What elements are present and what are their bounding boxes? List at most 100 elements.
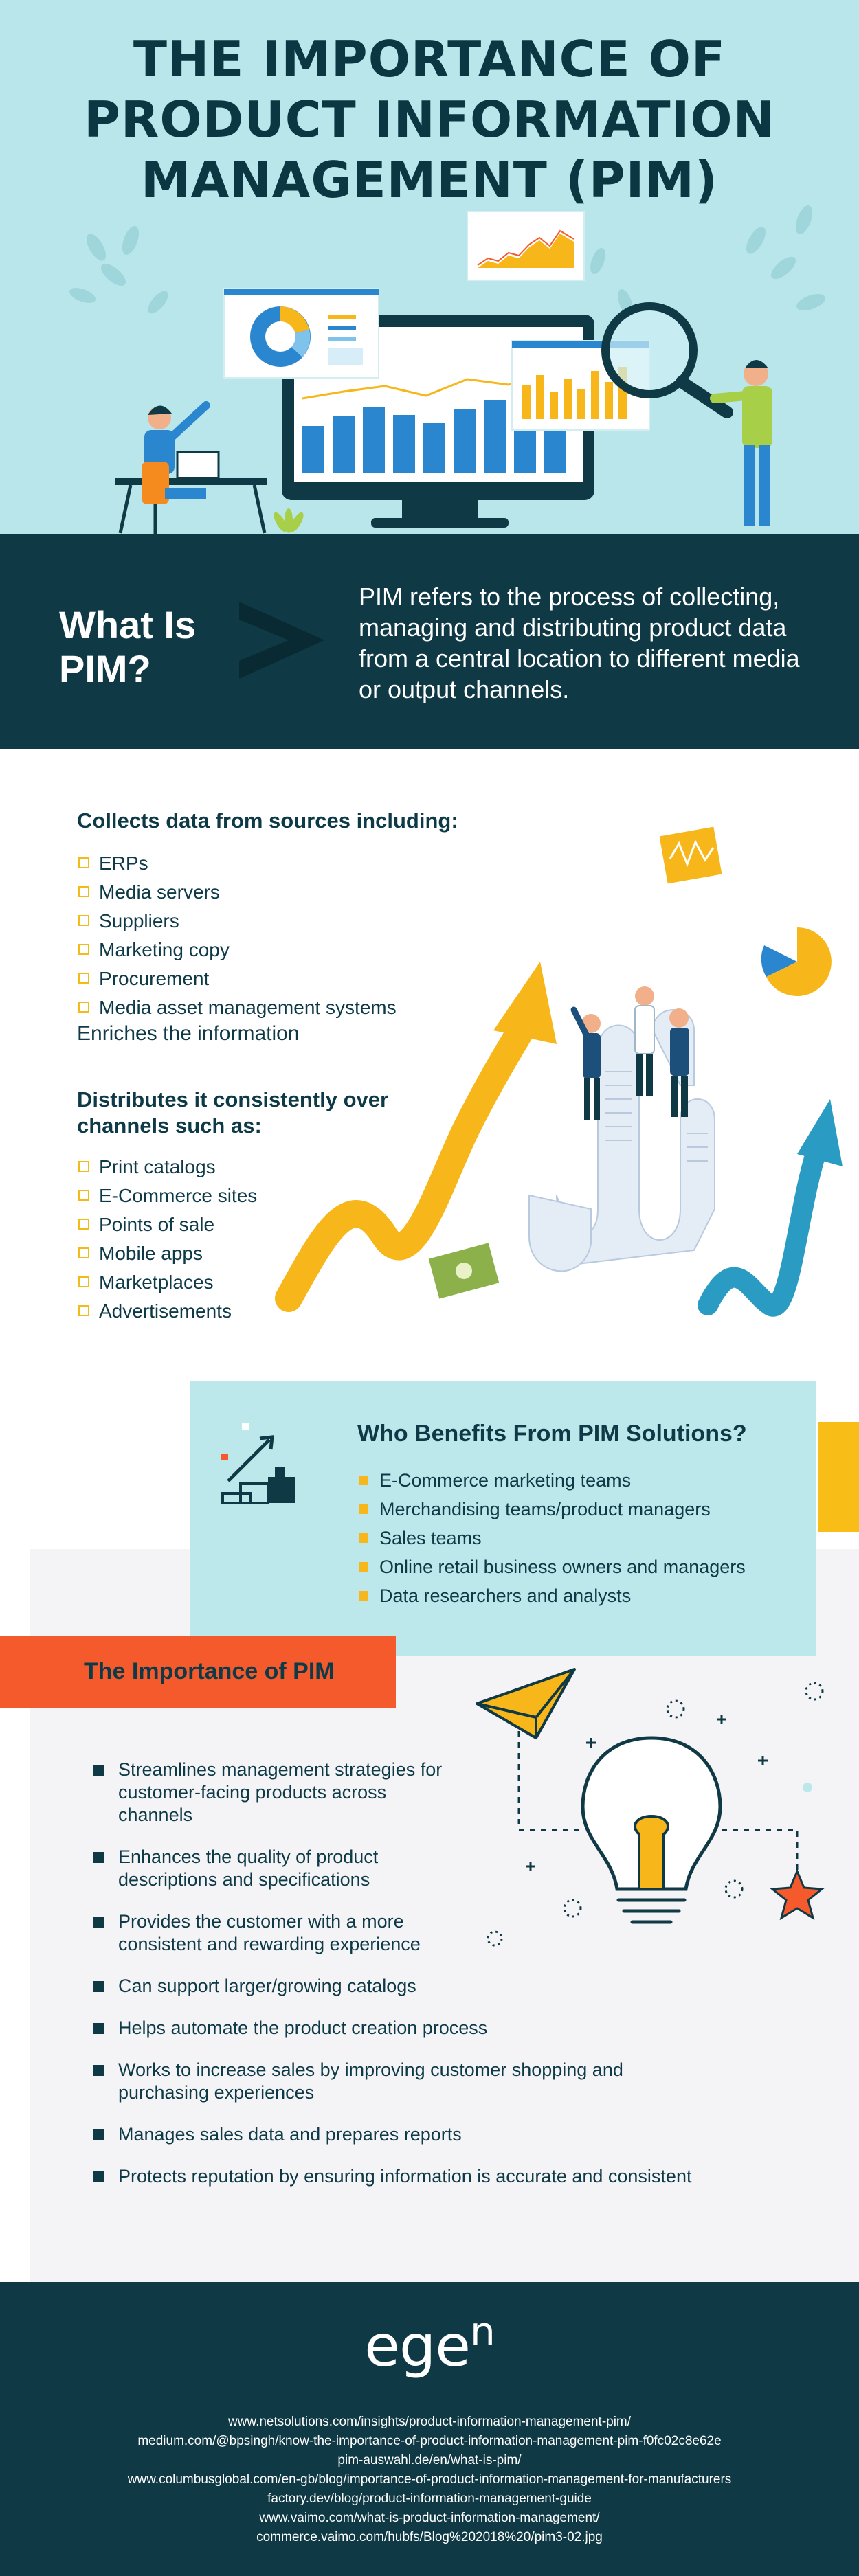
beneficiaries-list: E-Commerce marketing teams Merchandising…	[357, 1466, 746, 1610]
person-at-desk-icon	[115, 401, 267, 534]
source-link[interactable]: factory.dev/blog/product-information-man…	[267, 2492, 592, 2506]
list-item: Provides the customer with a more consis…	[93, 1910, 423, 1956]
checkbox-icon	[78, 944, 89, 955]
idea-illustration	[476, 1668, 825, 1947]
light-bulb-icon	[581, 1736, 722, 1924]
list-item: Media servers	[77, 878, 397, 907]
chevron-right-icon	[239, 602, 324, 679]
beneficiary-label: Online retail business owners and manage…	[379, 1557, 746, 1577]
channel-label: E-Commerce sites	[99, 1185, 258, 1206]
beneficiary-label: Data researchers and analysts	[379, 1585, 632, 1606]
importance-heading-bar: The Importance of PIM	[0, 1636, 396, 1708]
importance-label: Can support larger/growing catalogs	[118, 1976, 416, 1996]
collects-heading: Collects data from sources including:	[77, 809, 458, 833]
importance-label: Enhances the quality of product descript…	[118, 1846, 379, 1890]
star-icon	[770, 1868, 825, 1921]
list-item: Helps automate the product creation proc…	[93, 2017, 712, 2040]
source-link[interactable]: medium.com/@bpsingh/know-the-importance-…	[137, 2434, 722, 2448]
sparkle-icon	[526, 1715, 768, 1871]
who-benefits-heading: Who Benefits From PIM Solutions?	[357, 1421, 747, 1447]
list-item: Suppliers	[77, 907, 397, 936]
list-item: Online retail business owners and manage…	[357, 1552, 746, 1581]
pie-chart-icon	[761, 927, 832, 996]
collect-distribute-section: Collects data from sources including: ER…	[0, 749, 859, 1367]
channel-label: Advertisements	[99, 1300, 232, 1322]
checkbox-icon	[78, 915, 89, 926]
yellow-trend-arrow-icon	[275, 962, 557, 1312]
checkbox-icon	[78, 1002, 89, 1013]
source-link[interactable]: www.netsolutions.com/insights/product-in…	[227, 2415, 632, 2429]
source-label: Suppliers	[99, 910, 179, 931]
money-bill-icon	[428, 1243, 500, 1299]
importance-label: Provides the customer with a more consis…	[118, 1911, 421, 1954]
bullet-icon	[359, 1504, 368, 1514]
beneficiary-label: E-Commerce marketing teams	[379, 1470, 632, 1491]
dotted-circle-icon	[487, 1682, 824, 1947]
area-chart-card-icon	[467, 211, 585, 281]
checkbox-icon	[78, 1190, 89, 1201]
teal-trend-arrow-icon	[698, 1099, 843, 1317]
sources-list: www.netsolutions.com/insights/product-in…	[0, 2413, 859, 2547]
source-link[interactable]: www.columbusglobal.com/en-gb/blog/import…	[127, 2472, 732, 2487]
list-item: Marketing copy	[77, 936, 397, 964]
logo-text: ege	[364, 2312, 471, 2380]
hero-illustration	[69, 205, 825, 534]
source-label: Procurement	[99, 968, 210, 989]
bullet-icon	[93, 1852, 104, 1863]
leaf-decoration-icon	[69, 205, 825, 316]
title-line: THE IMPORTANCE OF	[133, 30, 726, 88]
growth-illustration	[275, 826, 843, 1317]
source-link[interactable]: pim-auswahl.de/en/what-is-pim/	[337, 2453, 522, 2467]
list-item: Can support larger/growing catalogs	[93, 1975, 712, 1998]
list-item: E-Commerce sites	[77, 1182, 257, 1210]
bullet-icon	[93, 1917, 104, 1928]
bullet-icon	[359, 1591, 368, 1601]
what-is-pim-definition: PIM refers to the process of collecting,…	[359, 583, 800, 703]
checkbox-icon	[78, 1161, 89, 1172]
checkbox-icon	[78, 973, 89, 984]
source-link[interactable]: commerce.vaimo.com/hubfs/Blog%202018%20/…	[256, 2530, 603, 2544]
title-line: MANAGEMENT (PIM)	[141, 151, 718, 209]
bullet-icon	[93, 2065, 104, 2076]
source-link[interactable]: www.vaimo.com/what-is-product-informatio…	[259, 2511, 600, 2525]
bullet-icon	[93, 2171, 104, 2182]
who-benefits-section: Who Benefits From PIM Solutions? E-Comme…	[190, 1381, 816, 1656]
man-figure-icon	[710, 360, 772, 526]
plant-icon	[274, 508, 304, 533]
checkbox-icon	[78, 1219, 89, 1230]
magnifier-icon	[601, 302, 733, 418]
channels-list: Print catalogs E-Commerce sites Points o…	[77, 1153, 257, 1326]
channel-label: Points of sale	[99, 1214, 215, 1235]
list-item: Procurement	[77, 964, 397, 993]
list-item: Enhances the quality of product descript…	[93, 1846, 423, 1891]
beneficiary-label: Merchandising teams/product managers	[379, 1499, 711, 1519]
bullet-icon	[359, 1562, 368, 1572]
list-item: Sales teams	[357, 1524, 746, 1552]
logo-superscript: n	[469, 2308, 495, 2355]
importance-list: Streamlines management strategies for cu…	[93, 1759, 781, 2207]
list-item: Advertisements	[77, 1297, 257, 1326]
importance-label: Streamlines management strategies for cu…	[118, 1759, 443, 1825]
heading-line: PIM?	[59, 647, 151, 690]
list-item: Marketplaces	[77, 1268, 257, 1297]
channel-label: Print catalogs	[99, 1156, 216, 1177]
list-item: Merchandising teams/product managers	[357, 1495, 746, 1524]
importance-label: Works to increase sales by improving cus…	[118, 2059, 623, 2103]
heading-line: What Is	[59, 603, 197, 646]
page-title: THE IMPORTANCE OF PRODUCT INFORMATION MA…	[0, 29, 859, 210]
channel-label: Marketplaces	[99, 1272, 214, 1293]
source-label: Marketing copy	[99, 939, 230, 960]
importance-heading: The Importance of PIM	[84, 1658, 335, 1684]
enriches-text: Enriches the information	[77, 1022, 300, 1045]
hero-section: THE IMPORTANCE OF PRODUCT INFORMATION MA…	[0, 0, 859, 534]
beneficiary-label: Sales teams	[379, 1528, 482, 1548]
importance-label: Manages sales data and prepares reports	[118, 2124, 462, 2145]
list-item: Print catalogs	[77, 1153, 257, 1182]
bullet-icon	[359, 1533, 368, 1543]
pie-chart-card-icon	[223, 288, 379, 379]
channel-label: Mobile apps	[99, 1243, 203, 1264]
list-item: E-Commerce marketing teams	[357, 1466, 746, 1495]
checkbox-icon	[78, 857, 89, 868]
bullet-icon	[93, 1765, 104, 1776]
list-item: Mobile apps	[77, 1239, 257, 1268]
